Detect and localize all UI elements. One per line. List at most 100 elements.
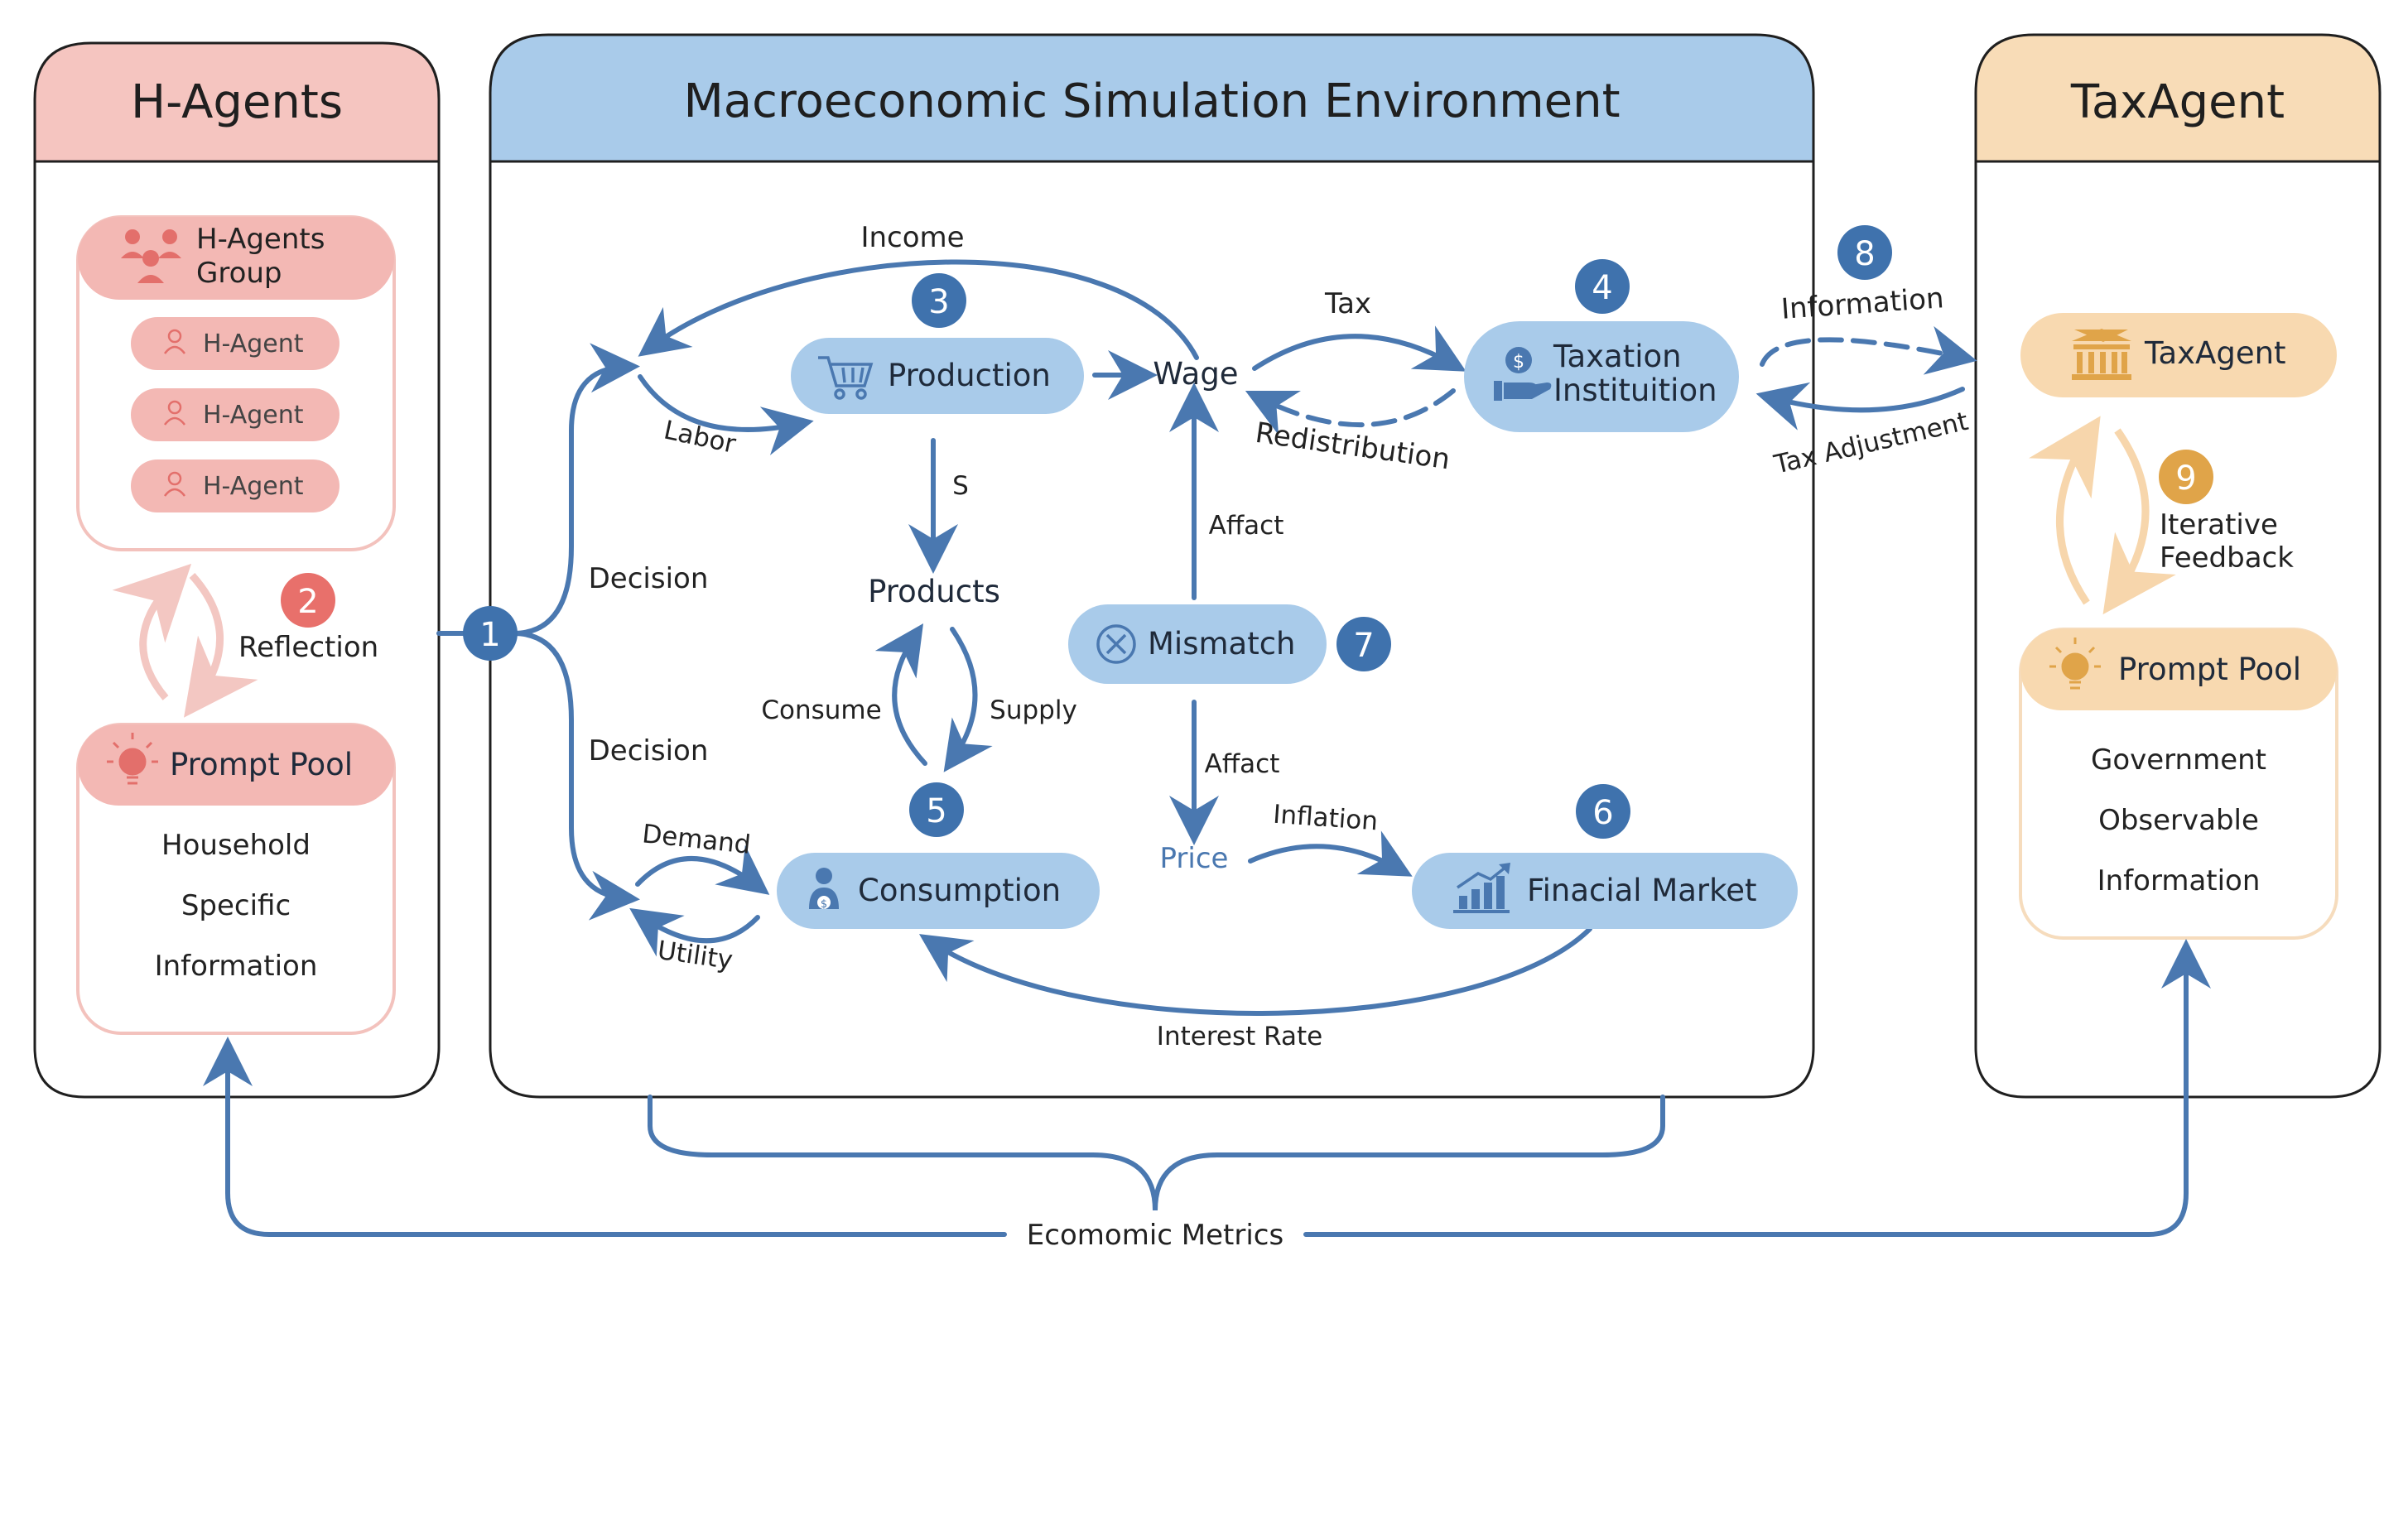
consumption-label: Consumption: [858, 873, 1061, 908]
prompt-pool-line: Information: [155, 950, 318, 983]
utility-label: Utility: [656, 936, 734, 975]
h-agents-panel-title: H-Agents: [131, 75, 343, 129]
h-agent-item: H-Agent: [131, 388, 340, 441]
h-agent-item: H-Agent: [131, 459, 340, 512]
svg-text:$: $: [1513, 352, 1524, 373]
information-label: Information: [1780, 281, 1945, 326]
svg-text:6: 6: [1592, 794, 1613, 832]
mismatch-badge: [1336, 617, 1391, 671]
svg-text:5: 5: [926, 792, 946, 830]
financial-market-badge: [1576, 784, 1630, 839]
iterative-feedback-label: Feedback: [2160, 541, 2294, 575]
production-label: Production: [888, 358, 1051, 393]
information-badge: [1837, 225, 1892, 280]
person-icon: [164, 471, 185, 497]
taxagent-prompt-pool-header: [2020, 629, 2337, 710]
circle-x-icon: [1096, 624, 1136, 664]
svg-text:$: $: [821, 898, 827, 911]
taxation-badge: [1575, 259, 1630, 314]
h-agent-item: H-Agent: [131, 317, 340, 370]
price-label: Price: [1160, 842, 1229, 875]
reflection-loop-arrows: [112, 563, 258, 718]
inflation-arrow: [1248, 830, 1413, 877]
affact-label-bottom: Affact: [1205, 749, 1280, 779]
mismatch-node: Mismatch: [1068, 604, 1327, 684]
consumption-badge: [909, 782, 964, 837]
tax-adjustment-label: Tax Adjustment: [1770, 407, 1971, 480]
reflection-badge: [281, 573, 335, 628]
mismatch-label: Mismatch: [1148, 626, 1296, 662]
metrics-to-taxagent-arrow: [1303, 939, 2211, 1237]
consume-label: Consume: [761, 695, 881, 725]
affact-label-top: Affact: [1209, 511, 1284, 541]
consumption-node: $ Consumption: [777, 853, 1100, 929]
redistribution-arrow: [1245, 388, 1456, 435]
income-arrow: [638, 259, 1199, 360]
iterative-feedback-label: Iterative: [2160, 508, 2278, 541]
production-node: Production: [791, 338, 1084, 414]
information-arrow: [1760, 325, 1977, 375]
svg-text:1: 1: [479, 616, 500, 654]
money-hand-icon: $: [1494, 347, 1552, 401]
taxagent-panel-header: [1974, 33, 2382, 163]
tax-label: Tax: [1324, 287, 1371, 320]
svg-text:4: 4: [1592, 269, 1612, 307]
decision-badge: [463, 606, 518, 661]
prompt-pool-line: Observable: [2098, 804, 2259, 837]
prompt-pool-line: Specific: [181, 889, 291, 922]
shopping-cart-icon: [818, 356, 874, 400]
svg-text:9: 9: [2175, 459, 2196, 498]
h-agents-panel: H-Agents H-Agents Group H-Agent H-Agent: [33, 41, 441, 1099]
s-label: S: [952, 471, 969, 501]
taxation-label-line2: Instituition: [1553, 373, 1717, 408]
taxagent-panel-title: TaxAgent: [2070, 75, 2285, 129]
h-agents-group-title-line1: H-Agents: [196, 223, 325, 256]
lightbulb-icon: [2049, 638, 2101, 690]
prompt-pool-line: Government: [2091, 743, 2266, 777]
financial-market-node: Finacial Market: [1412, 853, 1798, 929]
production-badge: [912, 273, 966, 328]
decision-label-bottom: Decision: [589, 734, 709, 767]
supply-label: Supply: [990, 695, 1077, 725]
prompt-pool-line: Information: [2097, 864, 2261, 897]
svg-text:7: 7: [1353, 627, 1374, 665]
decision-label-top: Decision: [589, 562, 709, 595]
inflation-label: Inflation: [1272, 800, 1379, 837]
h-agents-prompt-pool-title: Prompt Pool: [170, 747, 353, 782]
taxagent-prompt-pool-title: Prompt Pool: [2118, 652, 2301, 687]
taxagent-node-label: TaxAgent: [2144, 335, 2286, 371]
wage-label: Wage: [1153, 356, 1238, 392]
person-icon: [164, 400, 185, 426]
income-label: Income: [860, 221, 964, 254]
demand-label: Demand: [641, 819, 753, 860]
government-building-icon: [2072, 329, 2131, 380]
demand-arrow: [635, 844, 770, 895]
flow-arrows: [203, 259, 2211, 1237]
person-icon: [164, 329, 185, 354]
products-label: Products: [868, 574, 1000, 609]
lightbulb-icon: [107, 733, 158, 785]
decision-arrow-top: [511, 343, 640, 636]
simulation-environment-panel: Macroeconomic Simulation Environment: [489, 33, 1815, 1099]
svg-text:H-Agent: H-Agent: [203, 330, 304, 358]
iterative-feedback-arrows: [2028, 416, 2176, 615]
labor-label: Labor: [661, 415, 738, 459]
prompt-pool-line: Household: [161, 829, 311, 862]
people-group-icon: [121, 229, 181, 283]
taxation-node: $ Taxation Instituition: [1464, 321, 1739, 432]
simulation-environment-title: Macroeconomic Simulation Environment: [683, 75, 1620, 128]
reflection-label: Reflection: [238, 631, 378, 664]
h-agents-prompt-pool-header: [78, 724, 394, 806]
consume-arrow: [874, 623, 927, 766]
svg-text:H-Agent: H-Agent: [203, 401, 304, 430]
interest-rate-label: Interest Rate: [1157, 1022, 1322, 1051]
labor-arrow: [638, 374, 814, 455]
bar-chart-growth-icon: [1453, 863, 1510, 913]
svg-text:2: 2: [297, 583, 318, 621]
economic-metrics-label: Ecomomic Metrics: [1027, 1219, 1283, 1252]
decision-arrow-bottom: [511, 631, 640, 921]
financial-market-label: Finacial Market: [1527, 873, 1757, 908]
svg-text:8: 8: [1854, 235, 1875, 273]
utility-arrow: [629, 907, 760, 957]
